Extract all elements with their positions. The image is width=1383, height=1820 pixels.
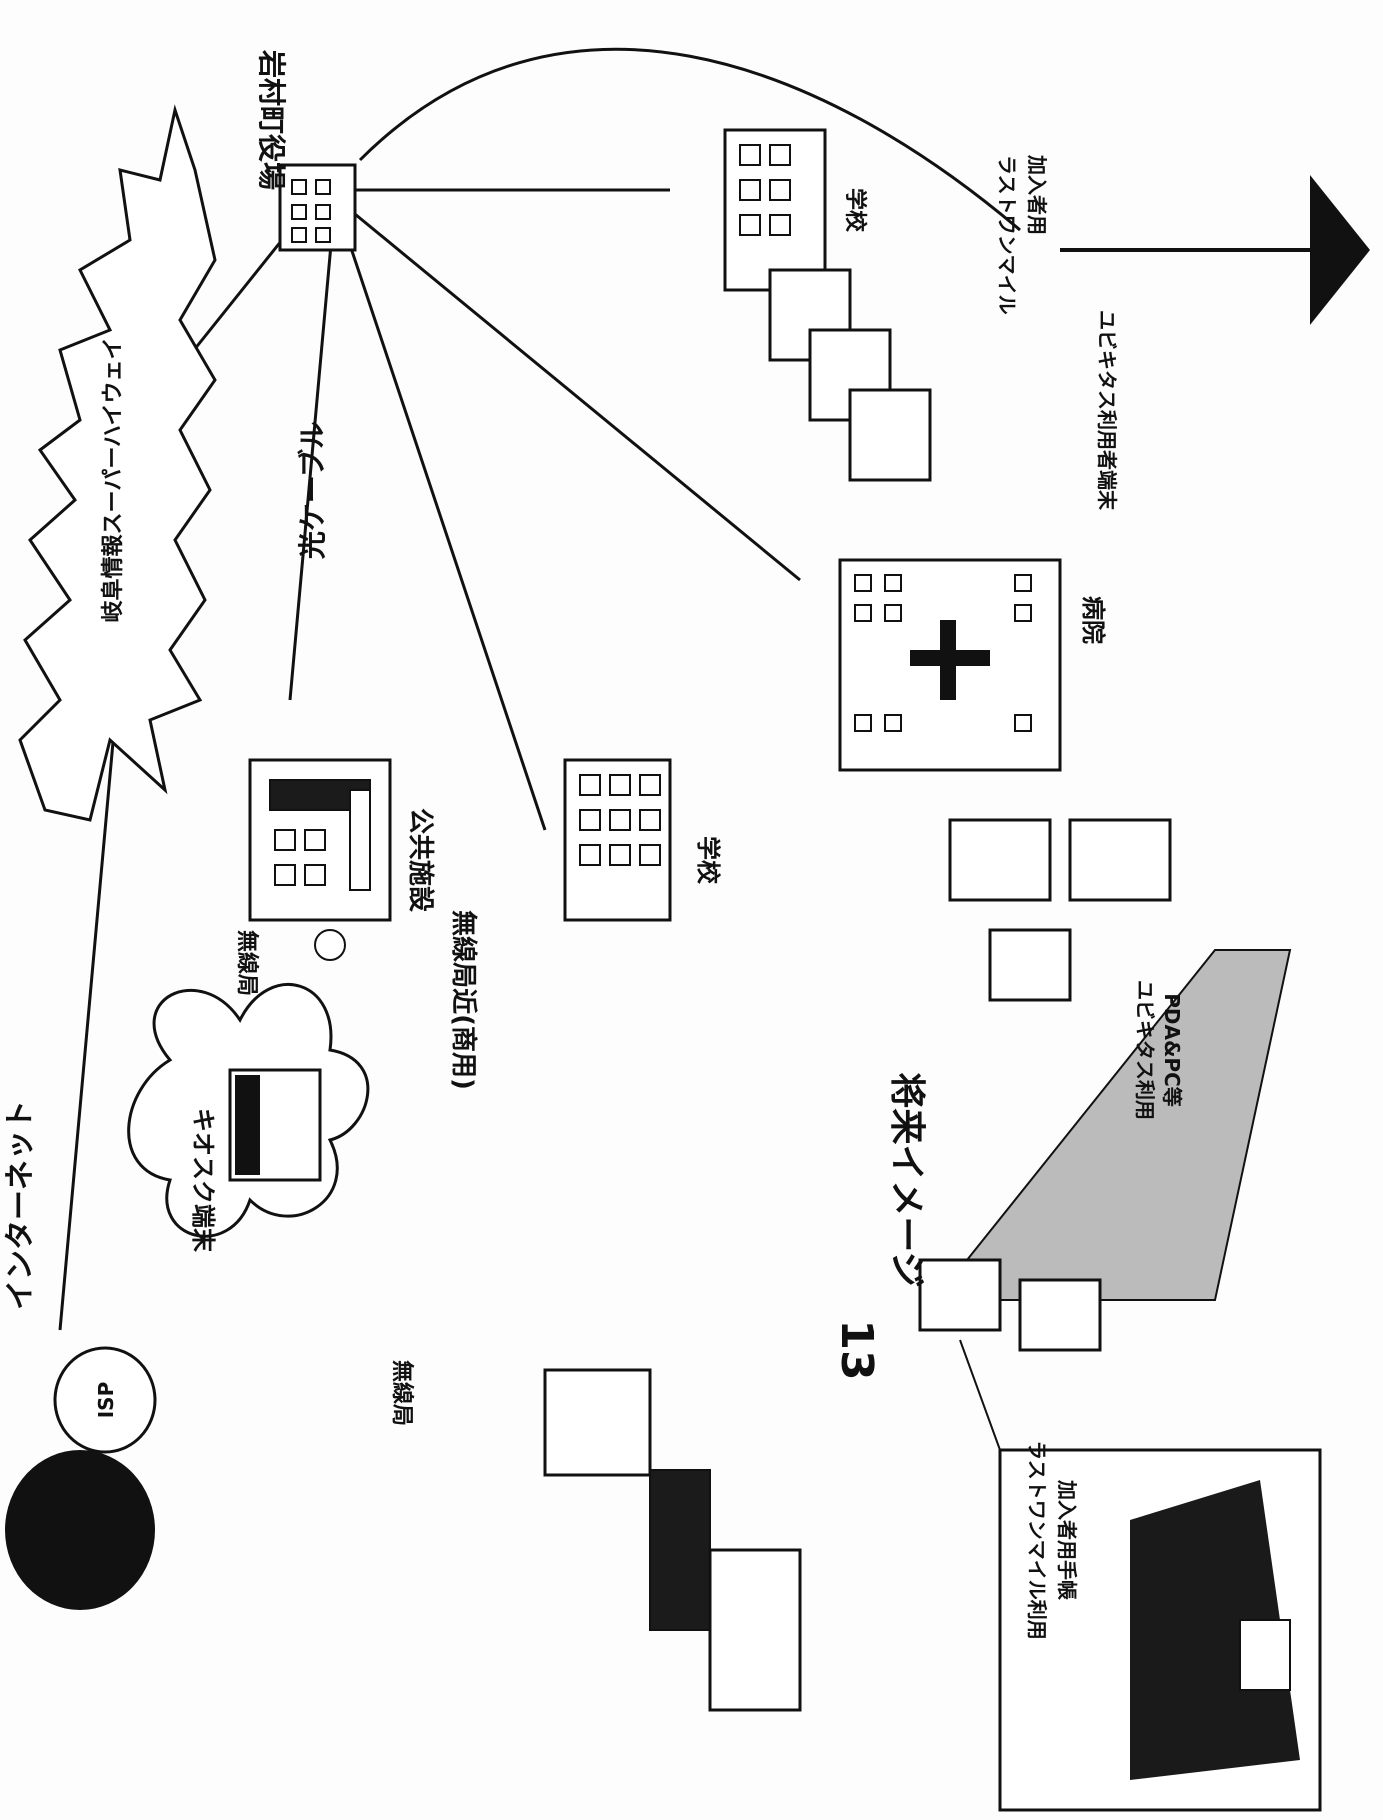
- last-mile-top-label-1: ラストワンマイル: [995, 155, 1019, 315]
- school-2-label: 学校: [842, 188, 868, 233]
- townhall-to-last-mile-line: [360, 49, 1020, 230]
- page-number: 13: [831, 1319, 882, 1380]
- town-hall-label: 岩村町役場: [255, 49, 288, 190]
- kiosk-cloud: キオスク端末: [129, 984, 368, 1253]
- public-facility-label: 公共施設: [405, 808, 436, 913]
- optical-cable-label: 光ケーブル: [296, 421, 329, 560]
- subscriber-house: ラストワンマイル利用 加入者用手帳: [960, 1340, 1320, 1810]
- ubiquitous-top-label: ユビキタス利用者端末: [1095, 310, 1119, 511]
- tower: ラストワンマイル 加入者用 ユビキタス利用者端末: [995, 154, 1370, 511]
- school-2: 学校: [725, 130, 868, 290]
- kiosk-label: キオスク端末: [189, 1108, 217, 1253]
- hospital-label: 病院: [1079, 596, 1107, 644]
- wireless-station-label-2: 無線局: [389, 1360, 415, 1426]
- isp-label: ISP: [94, 1382, 118, 1419]
- town-hall: 岩村町役場: [255, 49, 355, 250]
- school-1: 学校: [565, 760, 722, 920]
- future-street: 将来イメージ ユビキタス利用 PDA&PC等: [886, 820, 1290, 1350]
- internet-globe: ISP インターネット: [3, 1100, 155, 1610]
- wireless-station-label-1: 無線局: [234, 930, 260, 996]
- townhall-to-school-line: [340, 215, 545, 830]
- last-mile-bottom-label-2: 加入者用手帳: [1055, 1479, 1079, 1600]
- school-1-label: 学校: [694, 836, 722, 885]
- wireless-shared-label: 無線局近(商用): [448, 910, 479, 1090]
- superhighway-burst: 岐阜情報スーパーハイウェイ: [20, 110, 215, 820]
- houses-cluster: [770, 270, 930, 480]
- ubiquitous-pda-label: ユビキタス利用: [1133, 980, 1157, 1120]
- bottom-facility: 無線局: [389, 1360, 800, 1710]
- last-mile-top-label-2: 加入者用: [1025, 154, 1049, 235]
- superhighway-label: 岐阜情報スーパーハイウェイ: [100, 338, 126, 623]
- last-mile-bottom-label-1: ラストワンマイル利用: [1025, 1440, 1049, 1640]
- internet-label: インターネット: [3, 1100, 38, 1310]
- future-image-title: 将来イメージ: [886, 1072, 927, 1287]
- hospital: 病院: [840, 560, 1107, 770]
- pda-pc-label: PDA&PC等: [1160, 993, 1184, 1107]
